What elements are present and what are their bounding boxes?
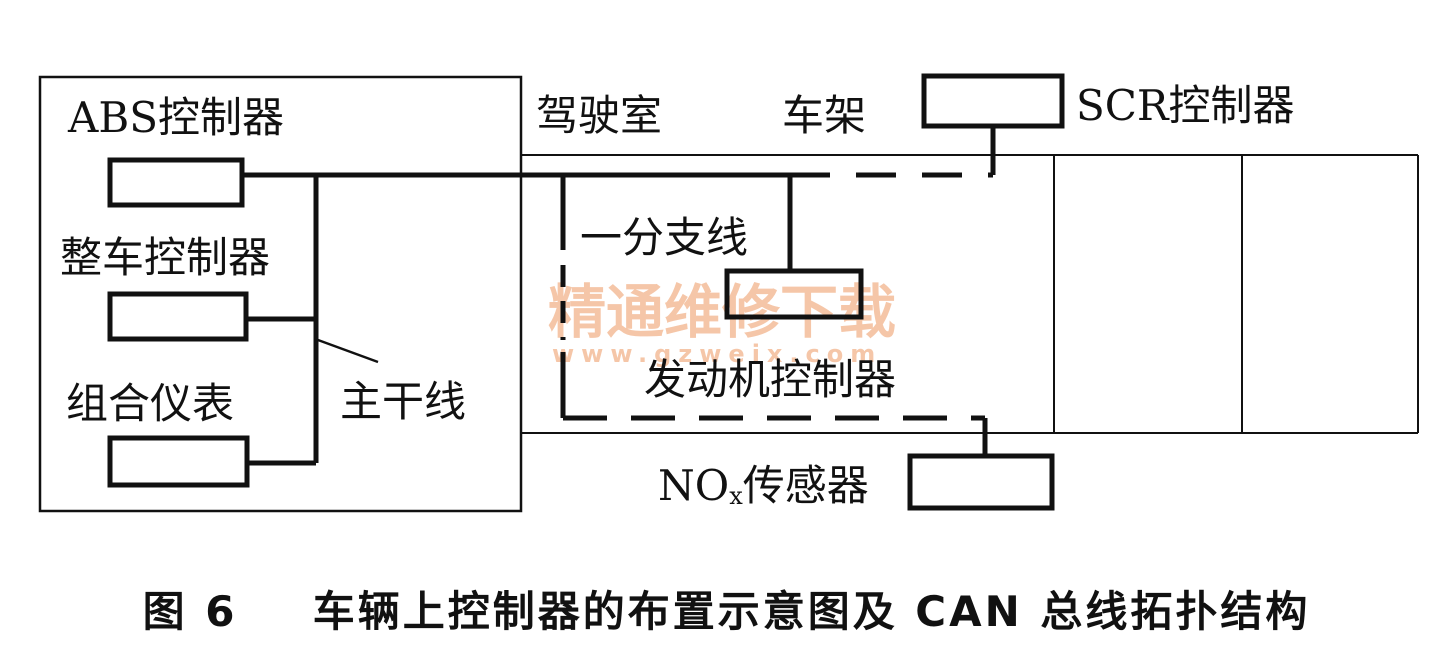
- frame-label: 车架: [782, 91, 866, 140]
- instrument-cluster-label: 组合仪表: [66, 379, 234, 428]
- nox-prefix: NO: [658, 461, 729, 510]
- nox-subscript: x: [729, 482, 743, 510]
- main-trunk-dashed: [790, 126, 996, 178]
- scr-controller-box: [921, 73, 1065, 129]
- engine-controller-label: 发动机控制器: [644, 355, 896, 404]
- abs-controller-box: [107, 157, 245, 208]
- engine-controller-box: [724, 268, 864, 320]
- branch-line-label: 一分支线: [580, 213, 748, 262]
- nox-suffix: 传感器: [743, 461, 869, 510]
- main-line-pointer: [317, 338, 379, 364]
- nox-sensor-label: NOx传感器: [658, 461, 869, 510]
- figure-caption: 图 6 车辆上控制器的布置示意图及 CAN 总线拓扑结构: [0, 578, 1453, 639]
- figure-title: 车辆上控制器的布置示意图及 CAN 总线拓扑结构: [312, 587, 1311, 636]
- vehicle-controller-box: [107, 291, 249, 342]
- instrument-cluster-box: [107, 435, 250, 488]
- watermark: 精通维修下载 www.gzweix.com: [548, 278, 896, 368]
- cab-box: [38, 75, 523, 513]
- main-line-label: 主干线: [340, 377, 466, 426]
- watermark-url: www.gzweix.com: [552, 340, 882, 368]
- abs-controller-label: ABS控制器: [67, 93, 284, 142]
- watermark-text: 精通维修下载: [548, 278, 896, 346]
- main-trunk-line: [242, 172, 790, 466]
- nox-sensor-box: [907, 453, 1055, 511]
- branch-line: [560, 175, 988, 456]
- vehicle-controller-label: 整车控制器: [60, 233, 270, 282]
- scr-controller-label: SCR控制器: [1076, 81, 1295, 130]
- can-topology-diagram: 精通维修下载 www.gzweix.com ABS控: [38, 73, 1419, 513]
- cab-label: 驾驶室: [536, 91, 662, 140]
- figure-number: 图 6: [142, 587, 238, 636]
- frame-outline: [521, 154, 1419, 434]
